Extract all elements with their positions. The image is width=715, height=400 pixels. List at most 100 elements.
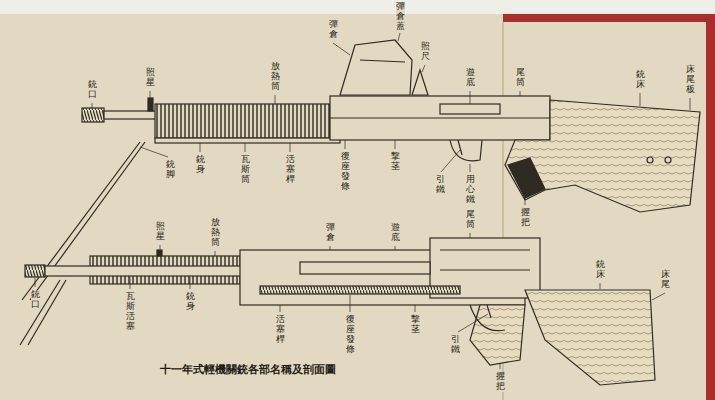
leader-line — [415, 305, 416, 312]
leader-line — [470, 91, 471, 104]
leader-line — [422, 65, 425, 72]
leader-line — [520, 91, 521, 96]
hopper-line — [360, 60, 405, 62]
part-label: 復座發條 — [346, 315, 355, 355]
stock-screw — [665, 157, 671, 163]
leader-line — [275, 95, 276, 104]
barrel — [104, 111, 156, 119]
leader-line — [690, 98, 691, 110]
part-label: 照尺 — [421, 42, 430, 62]
leader-line — [395, 246, 396, 250]
leader-line — [470, 233, 471, 238]
bolt — [300, 262, 430, 274]
receiver-line — [330, 117, 550, 118]
leader-line — [92, 103, 93, 108]
trigger — [458, 140, 462, 155]
part-label: 活塞桿 — [286, 155, 295, 185]
hopper — [340, 40, 412, 95]
section-line — [440, 249, 530, 250]
part-label: 照星 — [156, 222, 165, 242]
bolt — [440, 104, 500, 114]
leader-lines — [35, 33, 690, 369]
part-label: 尾筒 — [466, 210, 475, 230]
recoil-spring — [260, 286, 460, 294]
trigger-guard — [450, 140, 482, 161]
leader-line — [35, 278, 36, 287]
trigger-guard — [470, 305, 505, 331]
part-label: 銃床 — [636, 70, 645, 90]
leader-line — [215, 251, 216, 256]
leader-line — [130, 277, 131, 289]
part-label: 引鐵 — [451, 335, 460, 355]
leader-line — [500, 363, 501, 369]
part-label: 握把 — [496, 372, 505, 392]
part-label: 銃床 — [596, 260, 605, 280]
figure-caption: 十一年式輕機關銃各部名稱及剖面圖 — [160, 362, 336, 377]
barrel — [45, 266, 245, 276]
part-label: 彈倉 — [329, 20, 338, 40]
part-label: 銃脚 — [166, 160, 175, 180]
part-label: 遊底 — [466, 68, 475, 88]
part-label: 撃茎 — [411, 315, 420, 335]
leader-line — [395, 140, 396, 149]
part-label: 銃身 — [186, 292, 195, 312]
part-label: 瓦斯筒 — [241, 155, 250, 185]
gas-cylinder — [155, 138, 340, 143]
front-sight — [148, 98, 153, 111]
muzzle-spring — [25, 265, 45, 277]
part-label: 彈倉 — [326, 223, 335, 243]
part-label: 用心鐵 — [466, 175, 475, 205]
receiver — [330, 96, 550, 140]
bipod-leg — [20, 280, 60, 345]
part-label: 引鐵 — [436, 175, 445, 195]
part-label: 放熱筒 — [271, 62, 280, 92]
leader-line — [398, 33, 400, 41]
leader-line — [333, 43, 350, 55]
book-cover — [503, 14, 715, 22]
stock — [525, 290, 655, 385]
part-label: 遊底 — [391, 223, 400, 243]
leader-line — [525, 198, 526, 205]
leader-line — [290, 143, 291, 152]
leader-line — [160, 245, 161, 249]
front-sight — [157, 250, 162, 256]
leader-line — [280, 305, 281, 312]
leader-line — [470, 164, 471, 172]
stock — [505, 100, 700, 212]
rear-sight — [412, 70, 428, 95]
trigger — [487, 305, 491, 318]
part-label: 銃口 — [88, 80, 97, 100]
part-label: 床尾板 — [686, 65, 695, 95]
leader-line — [600, 283, 601, 289]
part-label: 照星 — [146, 68, 155, 88]
leader-line — [140, 147, 168, 157]
grip — [470, 305, 525, 365]
part-label: 撃茎 — [391, 152, 400, 172]
leader-line — [345, 140, 346, 149]
part-label: 活塞桿 — [276, 315, 285, 345]
part-label: 彈倉蓋 — [396, 2, 405, 32]
leader-line — [350, 295, 351, 312]
leader-line — [190, 277, 191, 289]
leader-line — [458, 314, 488, 332]
leader-line — [330, 246, 331, 250]
muzzle-spring — [82, 108, 104, 122]
leader-line — [640, 93, 641, 106]
background — [0, 0, 715, 14]
leader-line — [441, 150, 460, 172]
cooling-fins — [155, 104, 330, 138]
part-label: 尾筒 — [516, 68, 525, 88]
gun-cross-section — [20, 238, 655, 385]
leader-line — [200, 143, 201, 152]
section-line — [440, 269, 530, 270]
stock-screw — [647, 157, 653, 163]
part-label: 銃身 — [196, 155, 205, 175]
part-label: 瓦斯活塞 — [126, 292, 135, 332]
leader-line — [652, 293, 665, 300]
bipod-leg — [28, 280, 66, 345]
leader-line — [245, 143, 246, 152]
book-cover — [706, 14, 715, 400]
